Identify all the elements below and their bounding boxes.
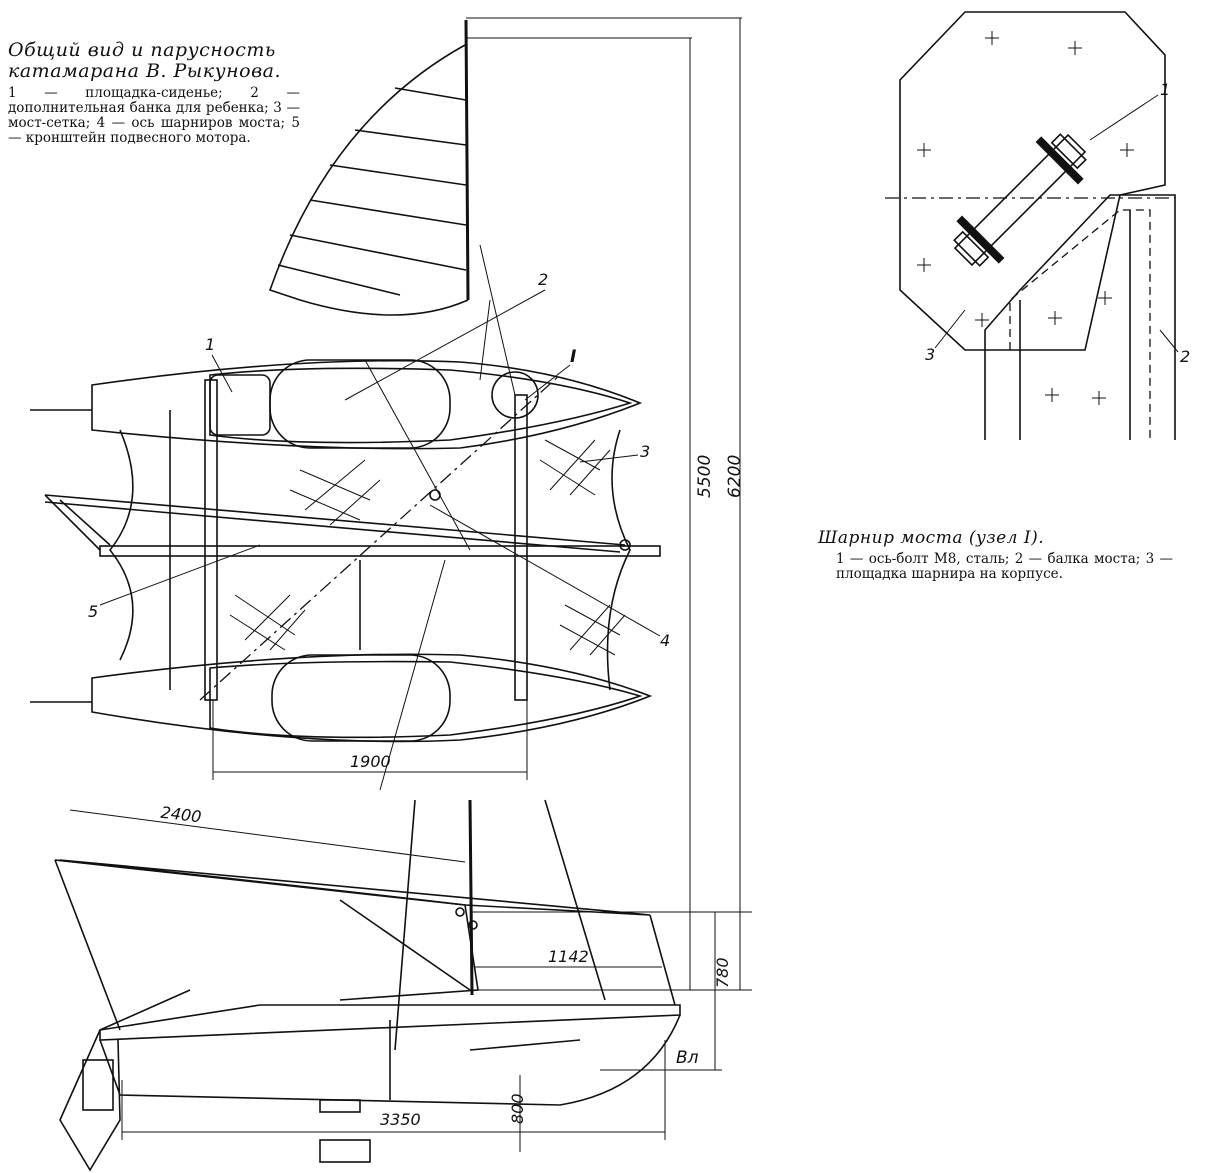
detail-callout-2: 2 [1180,347,1190,366]
dim-2400: 2400 [160,803,203,827]
dim-3350: 3350 [380,1110,421,1129]
detail-callout-3: 3 [925,345,935,364]
hull-top: 1 2 I [30,270,643,450]
dim-800: 800 [508,1093,527,1124]
callout-node-I: I [570,347,576,367]
dim-6200: 6200 [725,455,745,498]
callout-1: 1 [205,335,215,354]
dimension-lines: 5500 6200 1900 2400 1142 780 3350 800 Вл [69,17,752,1152]
hinge-detail: 1 2 3 [885,11,1190,440]
detail-caption: Шарнир моста (узел I). 1 — ось-болт М8, … [818,528,1173,582]
side-view [54,799,681,1172]
callout-4: 4 [660,631,670,650]
main-caption-title-1: Общий вид и парусность [8,39,276,61]
main-caption-title-2: катамарана В. Рыкунова. [8,60,282,82]
main-caption: Общий вид и парусность катамарана В. Рык… [8,40,300,146]
bridge-net [44,359,661,791]
waterline-label: Вл [676,1048,699,1068]
hull-bottom [30,653,653,743]
sail-plan [268,19,516,396]
callout-2: 2 [538,270,548,289]
detail-callout-1: 1 [1160,80,1170,99]
main-caption-legend: 1 — площадка-сиденье; 2 — дополнительная… [8,85,300,146]
detail-caption-title: Шарнир моста (узел I). [818,528,1045,548]
detail-caption-legend: 1 — ось-болт М8, сталь; 2 — балка моста;… [836,551,1173,582]
dim-1900: 1900 [350,752,391,771]
callout-5: 5 [88,602,98,621]
dim-780: 780 [713,957,732,988]
dim-1142: 1142 [548,947,589,966]
dim-5500: 5500 [695,455,715,498]
callout-3: 3 [640,442,650,461]
